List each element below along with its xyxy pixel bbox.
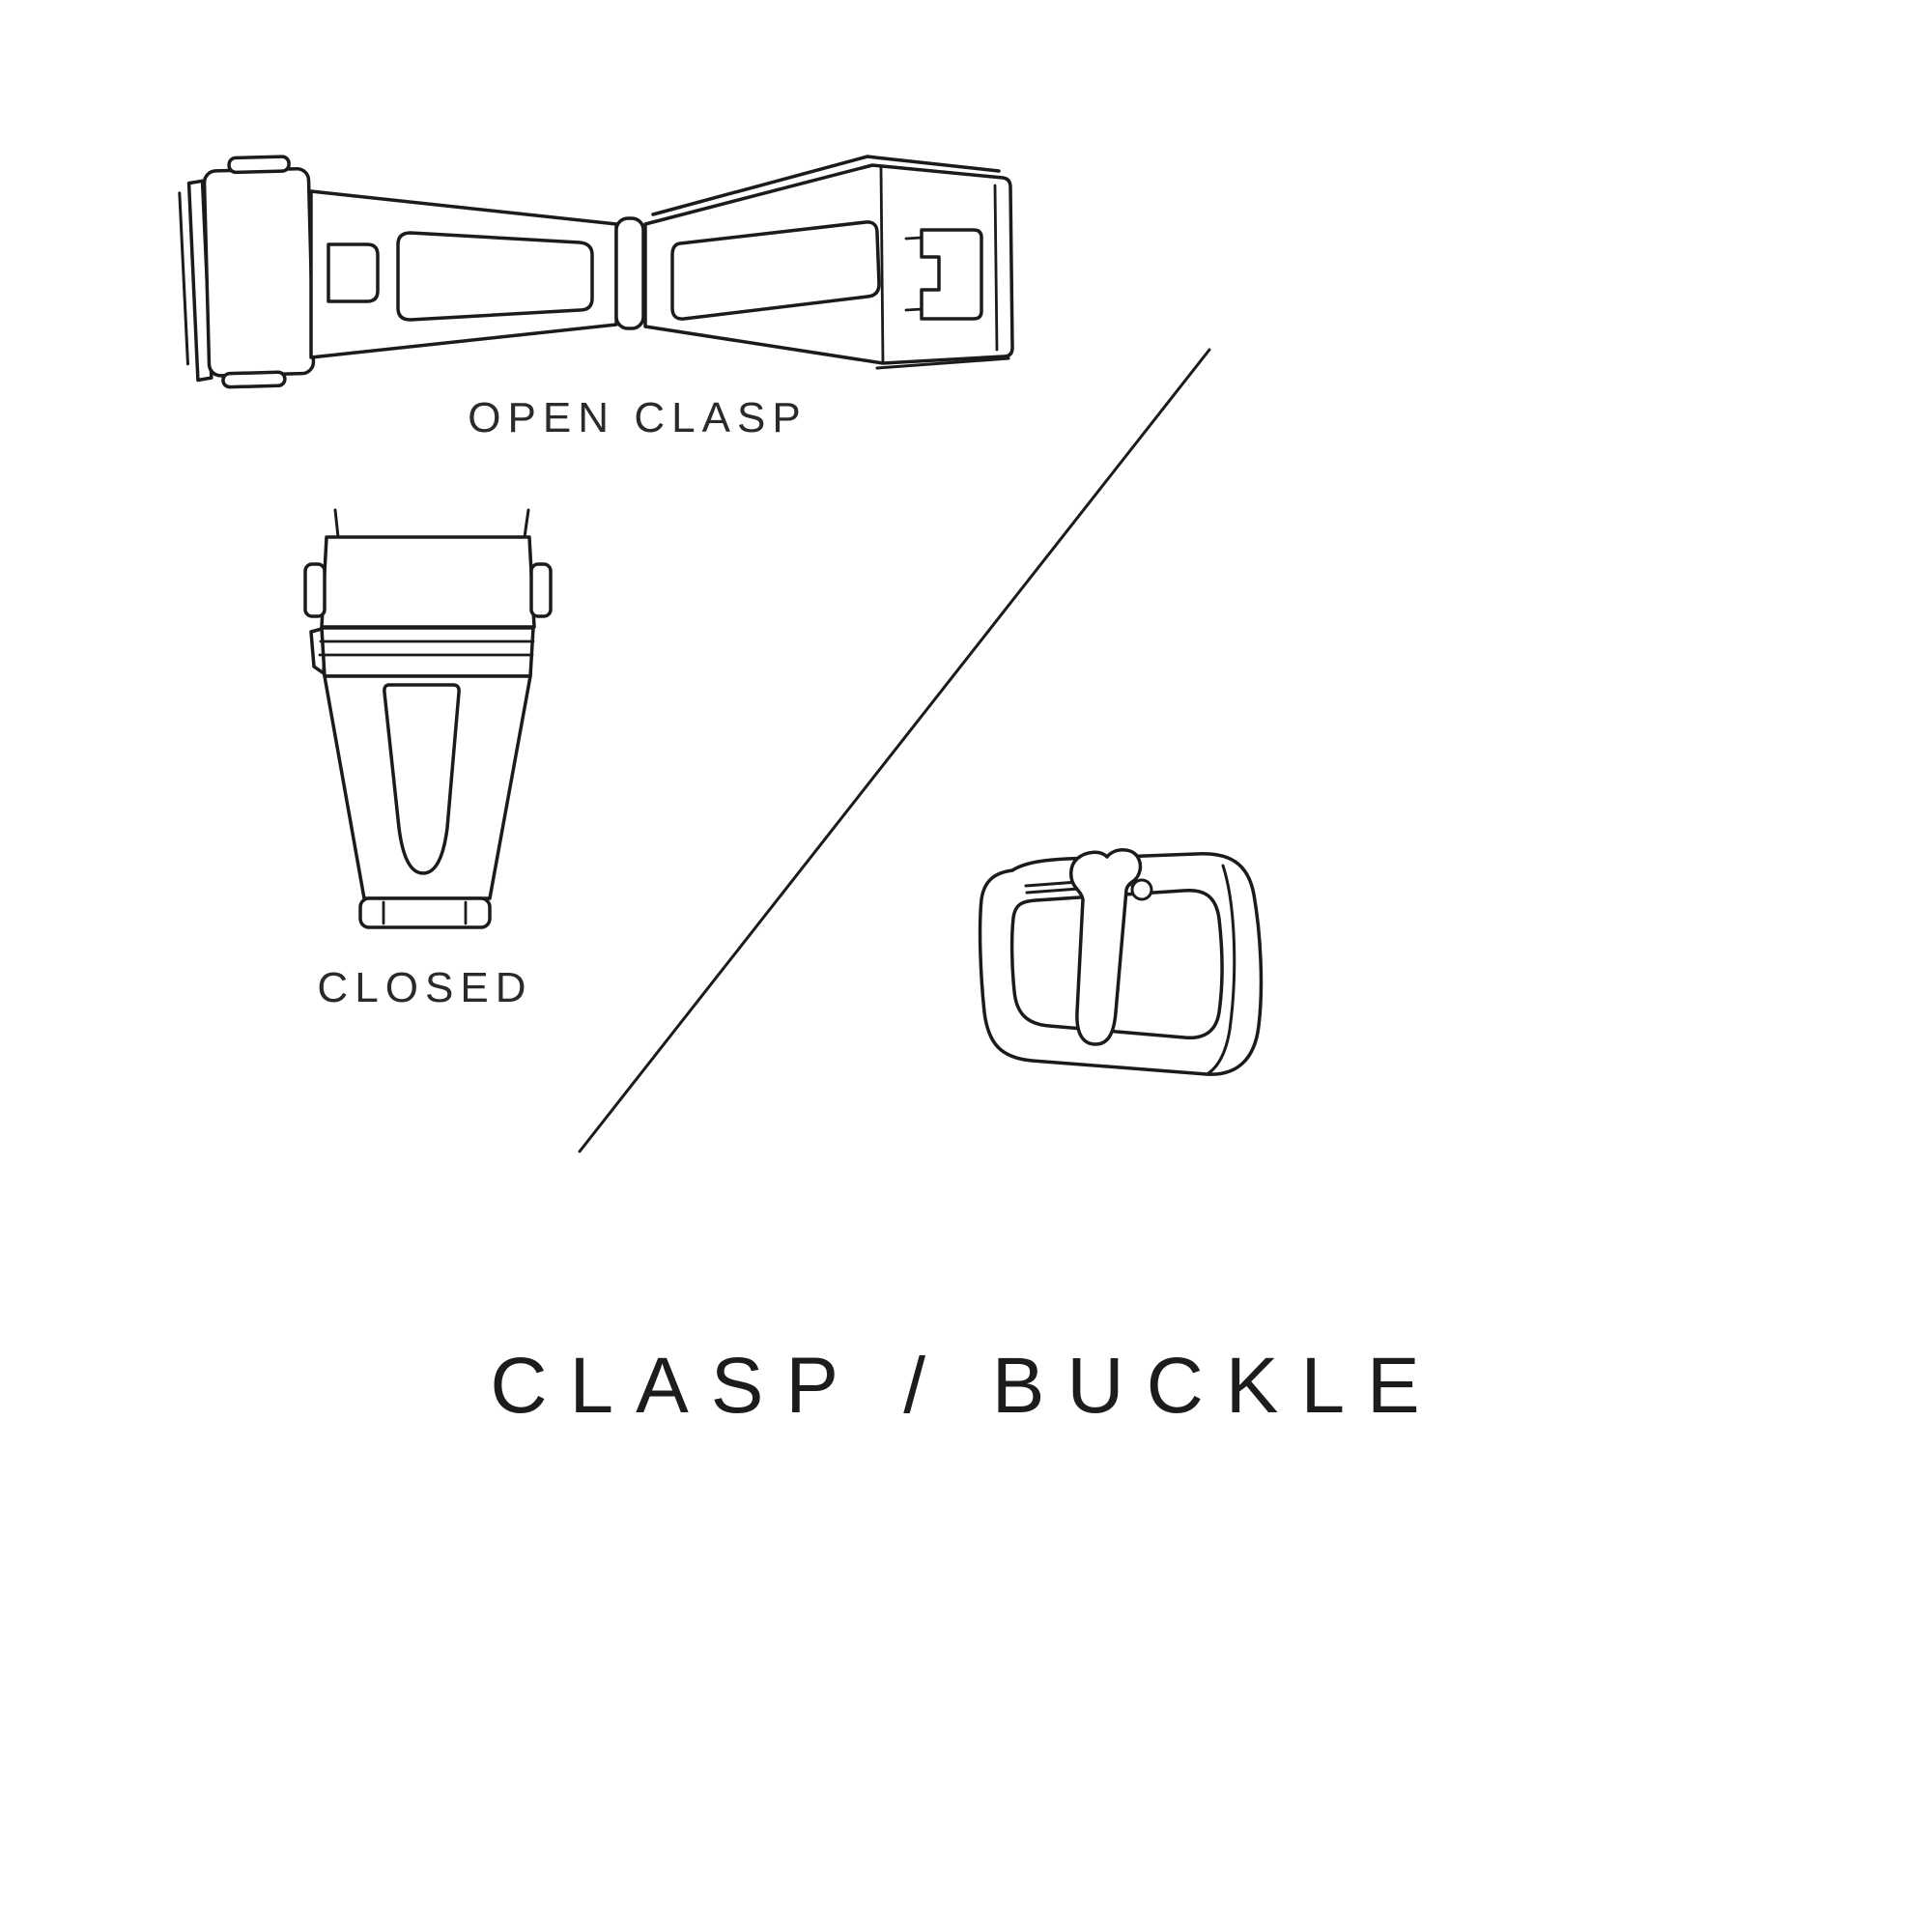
closed-label: CLOSED xyxy=(317,964,533,1011)
page-title: CLASP / BUCKLE xyxy=(490,1342,1442,1430)
open-clasp-illustration xyxy=(178,155,1014,389)
diagonal-divider-line xyxy=(578,348,1211,1153)
buckle-illustration xyxy=(978,848,1264,1076)
closed-clasp-illustration xyxy=(303,508,553,929)
open-clasp-label: OPEN CLASP xyxy=(468,394,808,441)
